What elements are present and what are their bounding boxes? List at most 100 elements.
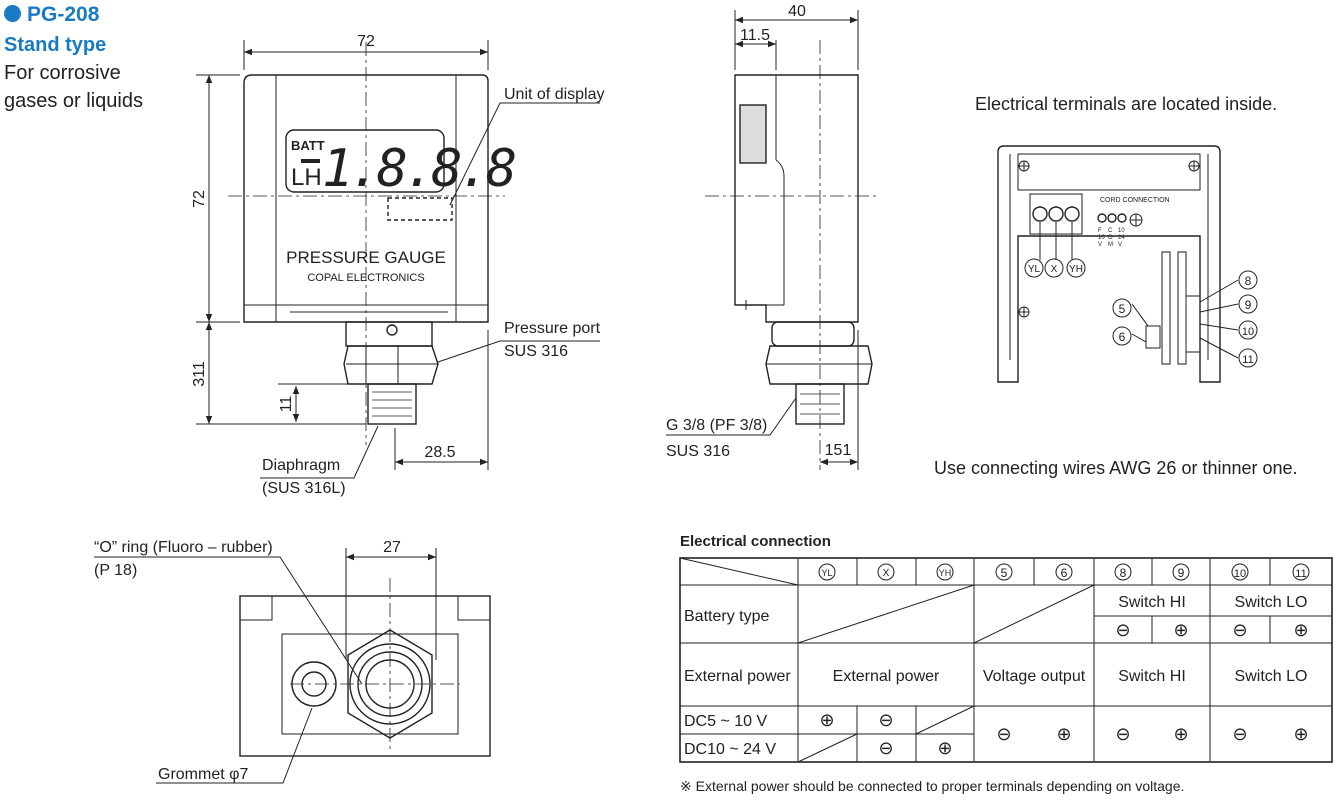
unit-display-area (387, 197, 453, 221)
dc-5-minus: ⊖ (996, 724, 1011, 744)
ext-switch-hi: Switch HI (1118, 668, 1186, 685)
callout-diaphragm: Diaphragm (262, 457, 340, 474)
terminal-yh: YH (1069, 264, 1083, 275)
dim-side-step: 11.5 (740, 27, 770, 44)
display-digits: 1.8.8.8 (322, 139, 515, 199)
row-dc10-24v: DC10 ~ 24 V (684, 741, 776, 758)
terminal-11: 11 (1242, 354, 1253, 366)
terminal-8: 8 (1245, 274, 1252, 288)
th-5: 5 (1001, 566, 1008, 580)
dc-11-plus: ⊕ (1293, 724, 1308, 744)
bullet-dot-icon (4, 5, 21, 22)
terminal-label-v2: V (1118, 242, 1122, 248)
description-line-2: gases or liquids (4, 90, 143, 112)
dc-10-minus: ⊖ (1232, 724, 1247, 744)
table-title: Electrical connection (680, 533, 831, 550)
terminal-10: 10 (1242, 326, 1254, 338)
hex-nut (343, 345, 439, 385)
dc5-x-minus: ⊖ (878, 710, 893, 730)
connection-table (679, 557, 1333, 763)
dim-lower-length: 311 (191, 361, 208, 387)
terminal-screws (1018, 160, 1258, 368)
th-x: X (883, 568, 890, 579)
footnote: ※ External power should be connected to … (680, 778, 1185, 794)
callout-o-ring-size: (P 18) (94, 562, 137, 579)
dc-6-plus: ⊕ (1056, 724, 1071, 744)
description-line-1: For corrosive (4, 62, 121, 84)
dim-port-length: 11 (278, 396, 295, 413)
ext-external-power: External power (833, 668, 940, 685)
callout-grommet: Grommet φ7 (158, 766, 248, 783)
thread (367, 383, 417, 425)
bottom-body-outline (239, 595, 491, 757)
terminal-9: 9 (1245, 298, 1252, 312)
terminal-x: X (1051, 264, 1058, 275)
dim-side-depth: 40 (788, 3, 806, 20)
terminal-label-10b: 10 (1098, 235, 1105, 241)
callout-diaphragm-material: (SUS 316L) (262, 480, 346, 497)
dim-hex-width: 27 (383, 539, 401, 556)
battery-8-minus: ⊖ (1115, 620, 1130, 640)
terminal-label-24: 24 (1118, 235, 1125, 241)
display-window (285, 129, 445, 193)
dc5-yl-plus: ⊕ (819, 710, 834, 730)
battery-switch-hi: Switch HI (1118, 594, 1186, 611)
model-name: PG-208 (27, 3, 100, 26)
side-button (739, 104, 767, 164)
dc-9-plus: ⊕ (1173, 724, 1188, 744)
model-title: PG-208 (4, 3, 99, 27)
row-external-power: External power (684, 668, 791, 685)
stand-type-label: Stand type (4, 34, 107, 56)
bottom-view (239, 578, 491, 757)
callout-unit-of-display: Unit of display (504, 86, 605, 103)
ext-switch-lo: Switch LO (1235, 668, 1308, 685)
dim-offset: 28.5 (424, 444, 455, 461)
display-unit: LH (291, 164, 322, 191)
dim-side-bottom: 151 (825, 442, 852, 459)
terminal-label-c: C (1108, 228, 1113, 234)
th-10: 10 (1234, 568, 1246, 580)
dim-front-width: 72 (357, 33, 375, 50)
th-6: 6 (1061, 566, 1068, 580)
terminal-label-o: O (1108, 235, 1113, 241)
th-9: 9 (1178, 566, 1185, 580)
terminal-label-m: M (1108, 242, 1113, 248)
ext-voltage-output: Voltage output (983, 668, 1086, 685)
display-batt: BATT (291, 138, 325, 153)
terminal-label-10: 10 (1118, 228, 1125, 234)
row-battery-type: Battery type (684, 608, 769, 625)
callout-pressure-port: Pressure port (504, 320, 601, 337)
terminal-label-v1: V (1098, 242, 1102, 248)
front-view (228, 42, 505, 445)
dim-front-height: 72 (191, 190, 208, 208)
side-view (705, 40, 880, 470)
side-hex-nut (765, 345, 873, 385)
terminal-view (997, 145, 1221, 383)
label-maker: COPAL ELECTRONICS (307, 272, 424, 284)
callout-port-material: SUS 316 (504, 343, 568, 360)
th-8: 8 (1120, 566, 1127, 580)
th-11: 11 (1295, 568, 1306, 580)
cord-connection-label: CORD CONNECTION (1100, 197, 1170, 204)
dc10-yh-plus: ⊕ (937, 738, 952, 758)
label-pressure-gauge: PRESSURE GAUGE (286, 248, 446, 267)
front-body-outline (243, 74, 489, 323)
th-yh: YH (939, 568, 952, 578)
dc10-x-minus: ⊖ (878, 738, 893, 758)
battery-10-minus: ⊖ (1232, 620, 1247, 640)
battery-switch-lo: Switch LO (1235, 594, 1308, 611)
battery-11-plus: ⊕ (1293, 620, 1308, 640)
callout-thread-material: SUS 316 (666, 443, 730, 460)
row-dc5-10v: DC5 ~ 10 V (684, 713, 767, 730)
table-header-circles (818, 563, 1310, 581)
terminal-yl: YL (1028, 264, 1041, 275)
dc-8-minus: ⊖ (1115, 724, 1130, 744)
th-yl: YL (821, 568, 832, 578)
callout-o-ring: “O” ring (Fluoro – rubber) (94, 539, 273, 556)
terminal-label-f: F (1098, 228, 1102, 234)
terminal-6: 6 (1119, 330, 1126, 344)
callout-thread: G 3/8 (PF 3/8) (666, 417, 767, 434)
terminal-5: 5 (1119, 302, 1126, 316)
terminal-location-note: Electrical terminals are located inside. (975, 94, 1278, 114)
